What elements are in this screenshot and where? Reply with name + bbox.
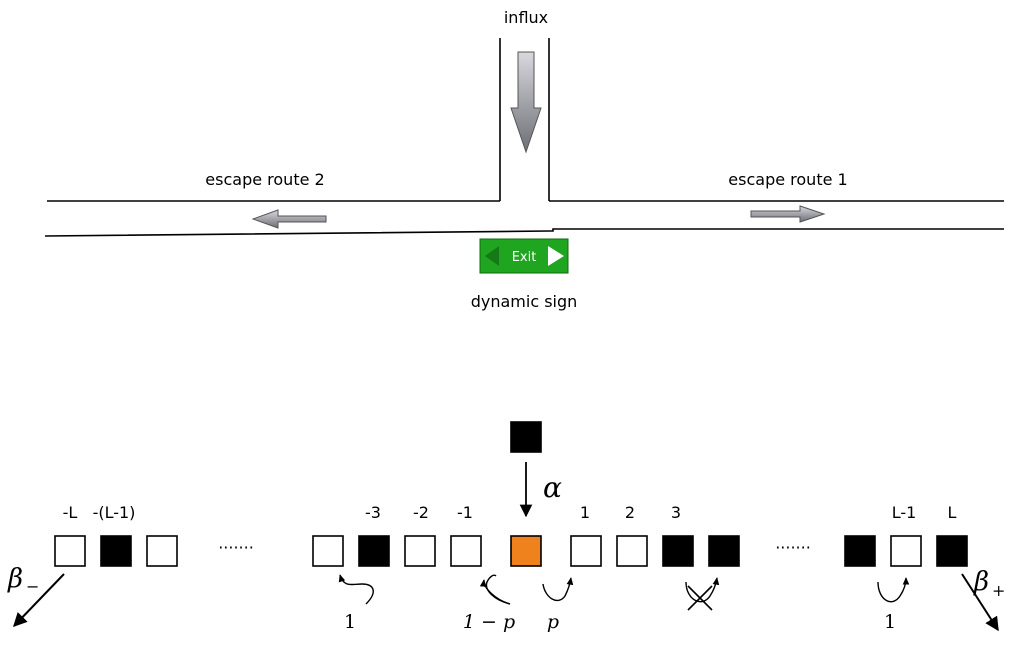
beta-minus-symbol: β [7,564,23,594]
alpha-symbol: α [543,471,562,504]
beta-minus-subscript: − [26,577,39,596]
cell-label: 3 [671,503,681,522]
cell-label: -1 [457,503,473,522]
escape-route-2-arrow-icon [251,209,327,229]
lattice-model: α -L -(L-1) -3 -2 -1 1 2 3 L-1 L ·······… [7,421,1005,633]
lattice-cell [358,535,390,567]
exit-sign-right-arrow-icon [548,246,564,266]
hop-arrow-left [338,574,374,605]
lattice-cell-entry [510,535,542,567]
lattice-cell [616,535,648,567]
blocked-cross-icon [687,585,713,611]
escape-route-1-label: escape route 1 [728,170,847,189]
exit-sign-text: Exit [512,250,537,265]
ellipsis-left: ······· [218,538,254,557]
lattice-cell [100,535,132,567]
blocked-hop-arrow [685,577,720,603]
lattice-cell [662,535,694,567]
cell-label: L [948,503,957,522]
escape-route-2-label: escape route 2 [205,170,324,189]
corridor-map: influx escape route 2 escape route 1 Exi… [44,8,1004,311]
beta-plus-subscript: + [992,581,1005,600]
rate-left: 1 [344,611,356,633]
exit-sign: Exit [479,238,569,274]
influx-label: influx [504,8,548,27]
exit-sign-left-arrow-icon [485,246,499,266]
cell-label: 1 [580,503,590,522]
cell-label: -2 [413,503,429,522]
escape-route-1-arrow-icon [750,205,826,223]
lattice-cell [936,535,968,567]
ellipsis-right: ······· [775,538,811,557]
hop-arrow-right [877,577,910,603]
lattice-cell [890,535,922,567]
beta-minus-exit-arrow [13,573,65,628]
cell-label: -(L-1) [93,503,136,522]
beta-plus-exit-arrow [961,573,999,632]
cell-label: 2 [625,503,635,522]
rate-right: 1 [884,611,896,633]
lattice-cell [450,535,482,567]
hop-arrow-one-minus-p-body [485,574,511,605]
lattice-cell [404,535,436,567]
lattice-cell [146,535,178,567]
lattice-cell [570,535,602,567]
rate-p: p [547,611,559,633]
cell-label: -3 [365,503,381,522]
hop-arrow-p [542,577,574,602]
dynamic-sign-label: dynamic sign [471,292,578,311]
hop-arrow-one-minus-p [479,579,511,605]
lattice-cell [708,535,740,567]
lattice-cell [312,535,344,567]
corridor-bottom-wall [44,228,1004,237]
influx-arrow-icon [510,51,542,154]
cell-label: -L [63,503,78,522]
lattice-cell [844,535,876,567]
rate-one-minus-p: 1 − p [463,611,515,633]
lattice-cell [54,535,86,567]
incoming-particle [510,421,542,453]
beta-plus-symbol: β [973,567,989,597]
cell-label: L-1 [892,503,917,522]
